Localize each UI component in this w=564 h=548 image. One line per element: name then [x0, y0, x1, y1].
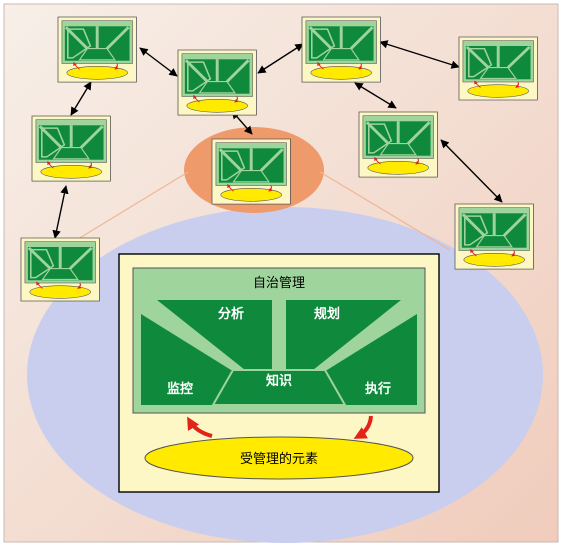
managed-element-label: 受管理的元素 — [240, 451, 318, 467]
execute-label: 执行 — [365, 381, 391, 397]
node-4 — [459, 37, 537, 100]
node-1 — [58, 17, 136, 82]
node-5 — [32, 116, 110, 181]
node-6 — [212, 139, 290, 204]
effector-arrow — [353, 415, 373, 439]
node-7 — [359, 112, 437, 177]
network-links — [52, 40, 503, 239]
node-3 — [302, 17, 380, 82]
autonomic-manager-title: 自治管理 — [253, 276, 305, 291]
managed-element-ellipse — [144, 436, 414, 480]
node-8 — [455, 204, 533, 269]
plan-label: 规划 — [314, 306, 340, 322]
sensor-arrow — [187, 416, 213, 438]
knowledge-label: 知识 — [266, 373, 292, 389]
node-2 — [178, 50, 256, 115]
monitor-label: 监控 — [167, 381, 193, 397]
analyze-label: 分析 — [218, 306, 244, 322]
node-9 — [21, 238, 99, 301]
autonomic-element-detail: 自治管理 分析 规划 监控 知识 执行 受管理的元素 — [118, 253, 440, 493]
